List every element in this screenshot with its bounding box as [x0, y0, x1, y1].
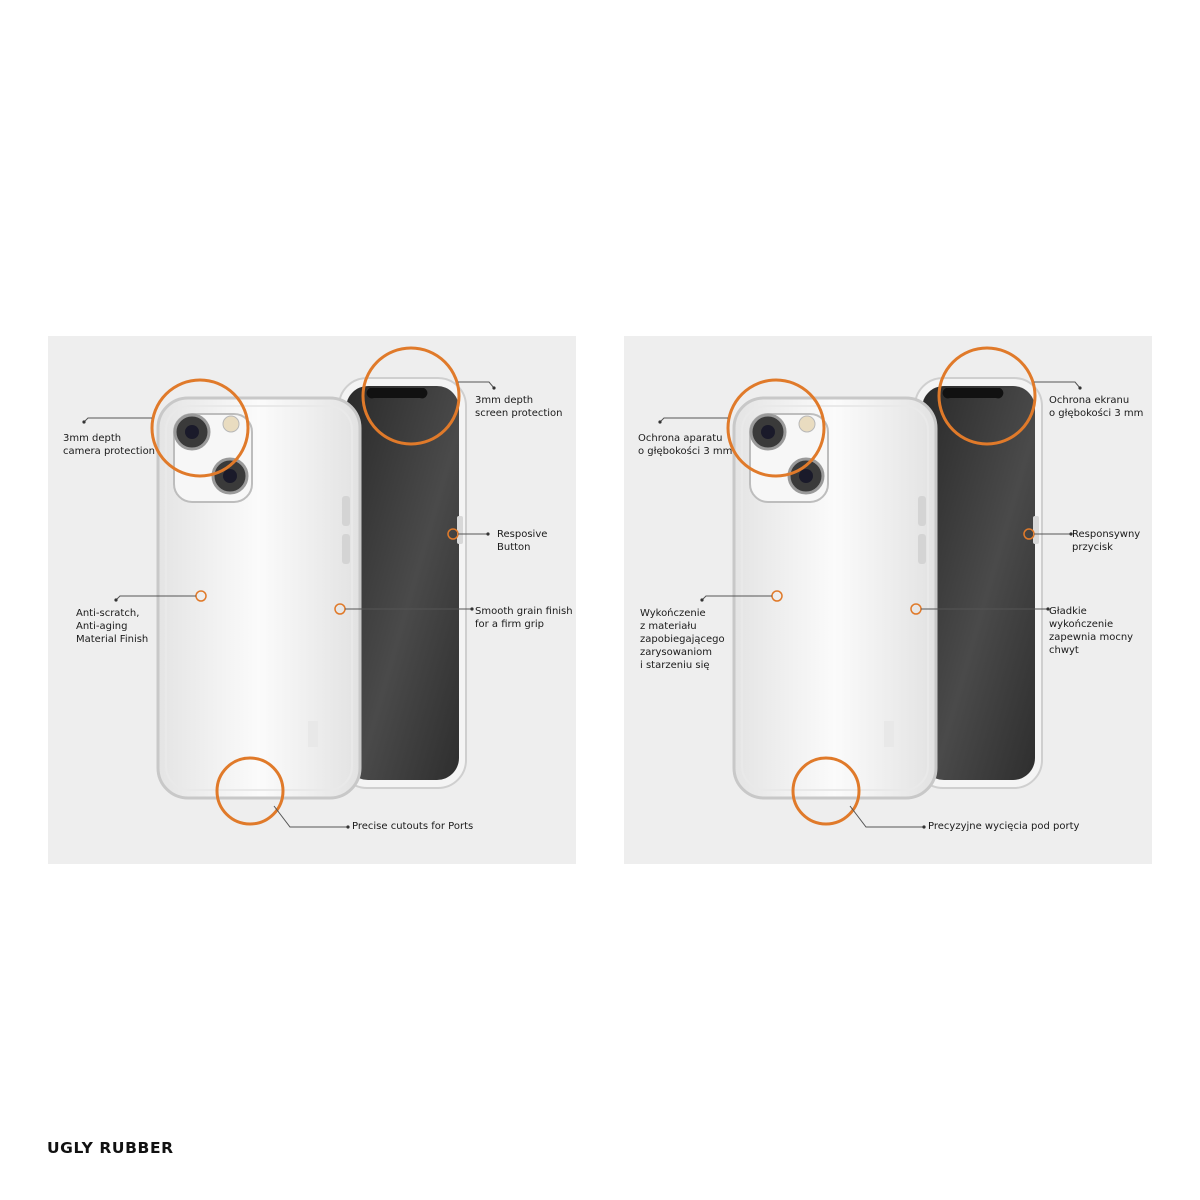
label-material-finish: Wykończenie z materiału zapobiegającego … — [640, 608, 725, 671]
phone-case-illustration — [658, 346, 1082, 829]
product-panel-polish: Ochrona aparatu o głębokości 3 mm Ochron… — [624, 336, 1152, 864]
phone-case-illustration — [82, 346, 496, 829]
label-responsive-button: Responsywny przycisk — [1072, 529, 1141, 553]
label-screen-protection: Ochrona ekranu o głębokości 3 mm — [1049, 395, 1144, 419]
phone-case-back-view — [732, 396, 938, 800]
brand-name: UGLY RUBBER — [47, 1139, 174, 1157]
label-camera-protection: Ochrona aparatu o głębokości 3 mm — [638, 433, 733, 457]
label-port-cutouts: Precyzyjne wycięcia pod porty — [928, 821, 1080, 832]
label-port-cutouts: Precise cutouts for Ports — [352, 821, 474, 832]
callout-circles — [726, 346, 1037, 826]
callout-leader-lines — [83, 381, 495, 828]
label-camera-protection: 3mm depth camera protection — [63, 433, 156, 457]
label-grip-finish: Gładkie wykończenie zapewnia mocny chwyt — [1049, 606, 1134, 656]
leader-dots — [82, 386, 496, 829]
label-grip-finish: Smooth grain finish for a firm grip — [475, 606, 573, 630]
callout-circles — [150, 346, 461, 826]
phone-front-view — [338, 377, 467, 789]
product-panel-english: 3mm depth camera protection 3mm depth sc… — [48, 336, 576, 864]
leader-dots — [658, 386, 1082, 829]
label-responsive-button: Resposive Button — [497, 529, 548, 553]
label-screen-protection: 3mm depth screen protection — [475, 395, 563, 419]
phone-front-view — [914, 377, 1043, 789]
phone-case-back-view — [156, 396, 362, 800]
callout-leader-lines — [659, 381, 1081, 828]
label-material-finish: Anti-scratch, Anti-aging Material Finish — [76, 608, 149, 645]
